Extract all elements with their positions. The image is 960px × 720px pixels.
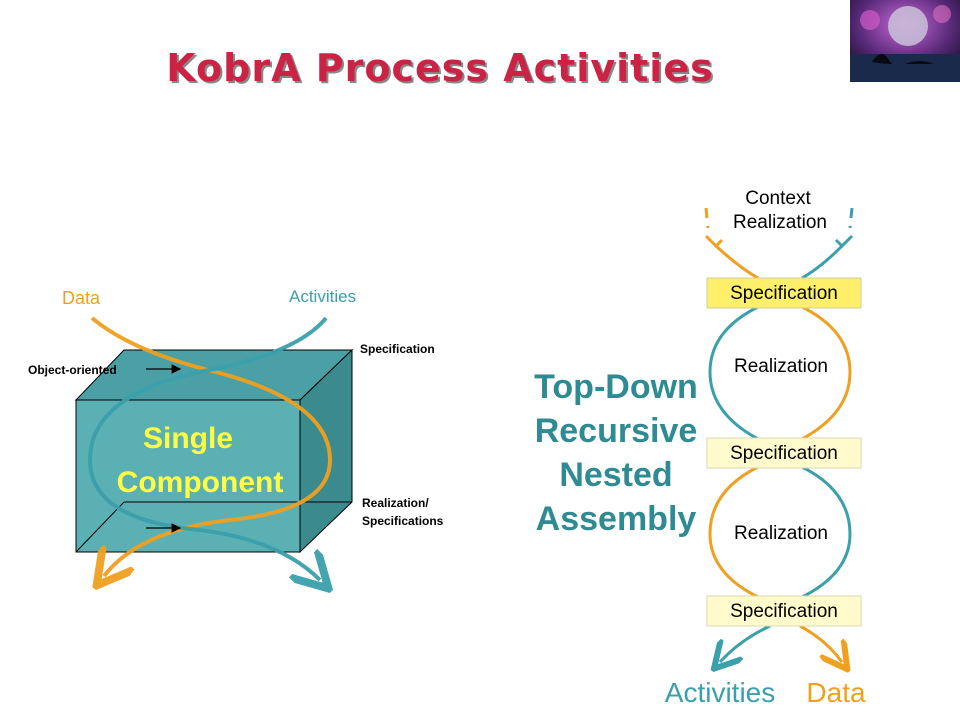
middle-line4: Assembly: [536, 500, 697, 538]
middle-line3: Nested: [559, 456, 672, 494]
loop2-orange: [708, 464, 761, 600]
context-line2: Realization: [733, 212, 827, 233]
single-component-line2: Component: [117, 466, 284, 499]
middle-line2: Recursive: [535, 412, 698, 450]
object-oriented-label: Object-oriented: [28, 363, 117, 377]
spec-box-2: [706, 437, 862, 469]
left-specification-label: Specification: [360, 342, 435, 356]
realization-specifications-label-2: Specifications: [362, 514, 444, 528]
slide-title: KobrA Process Activities: [166, 46, 714, 90]
single-component-line1: Single: [143, 422, 233, 455]
corner-decorative-image: [850, 0, 960, 82]
left-activities-label: Activities: [289, 287, 356, 306]
realization-label-1: Realization: [734, 356, 828, 377]
component-cube: [74, 348, 354, 554]
bottom-teal-exit: [720, 624, 771, 662]
left-activities-curve: [87, 316, 326, 580]
loop1-teal: [708, 304, 761, 442]
top-orange-connector: [714, 244, 759, 280]
spec-box-3: [706, 595, 862, 627]
right-data-label: Data: [806, 677, 866, 708]
realization-specifications-label-1: Realization/: [362, 496, 429, 510]
realization-label-2: Realization: [734, 523, 828, 544]
left-data-label: Data: [62, 288, 101, 308]
top-left-dashed-orange: [704, 207, 710, 229]
loop2-teal: [799, 464, 852, 600]
spec-label-3: Specification: [730, 601, 838, 622]
bottom-orange-exit: [799, 624, 842, 662]
spec-box-1: [706, 277, 862, 309]
context-line1: Context: [745, 188, 811, 209]
top-teal-connector: [801, 244, 844, 280]
right-activities-label: Activities: [665, 677, 775, 708]
top-right-dashed-teal: [848, 207, 854, 229]
loop1-orange: [799, 304, 852, 442]
spec-label-2: Specification: [730, 443, 838, 464]
middle-line1: Top-Down: [534, 368, 698, 406]
spec-label-1: Specification: [730, 283, 838, 304]
